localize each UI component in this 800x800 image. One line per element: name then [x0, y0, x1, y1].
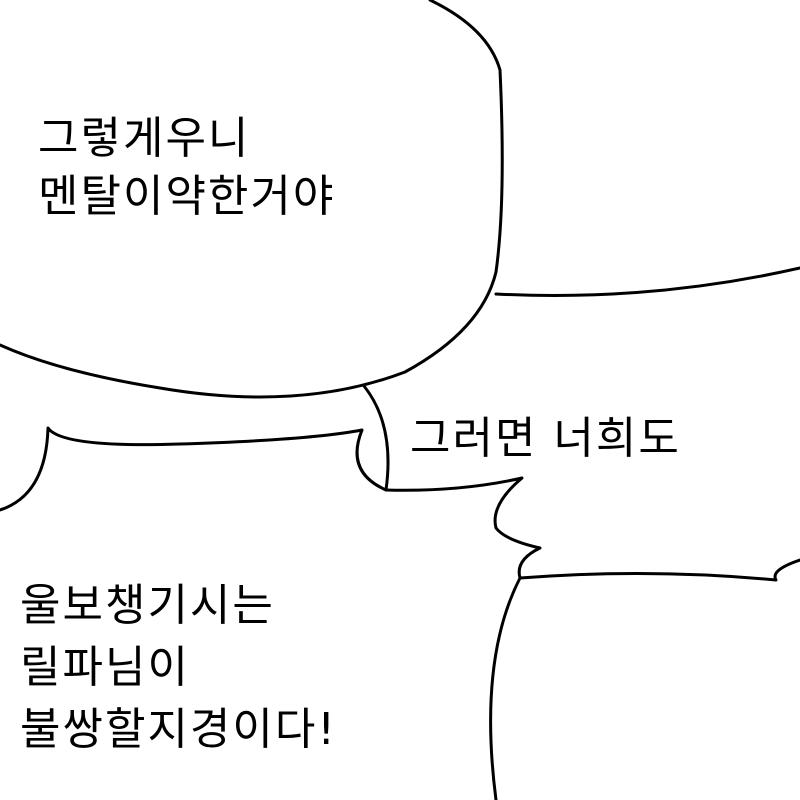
- bubble-2-top-edge: [494, 266, 800, 297]
- bubble-2-text: 그러면 너희도: [410, 410, 681, 468]
- bubble-3-text: 울보챙기시는 릴파님이 불쌍할지경이다!: [20, 575, 337, 761]
- bubble-1-text: 그렇게우니 멘탈이약한거야: [38, 110, 335, 226]
- text-line: 울보챙기시는: [20, 580, 275, 631]
- bubble-1-outline: [0, 0, 504, 399]
- bubble-2-bottom-edge: [384, 476, 800, 582]
- text-line: 그렇게우니: [38, 113, 251, 164]
- text-line: 멘탈이약한거야: [38, 171, 336, 222]
- text-line: 불쌍할지경이다!: [20, 704, 337, 755]
- bubble-4-left-edge: [489, 576, 522, 800]
- bubble-3-left-tail: [0, 426, 388, 512]
- bubble-2-left-edge: [362, 384, 390, 492]
- text-line: 그러면 너희도: [410, 413, 681, 464]
- text-line: 릴파님이: [20, 642, 190, 693]
